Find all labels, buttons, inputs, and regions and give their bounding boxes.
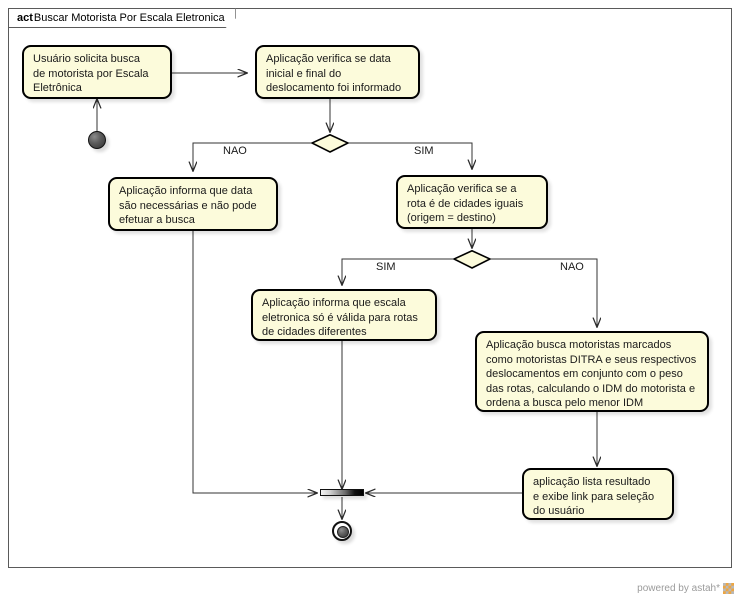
astah-logo-icon bbox=[723, 583, 734, 594]
activity-node-verifica-data[interactable]: Aplicação verifica se data inicial e fin… bbox=[255, 45, 420, 99]
decision-node-cidades-iguais[interactable] bbox=[453, 248, 491, 270]
diagram-keyword: act bbox=[17, 12, 33, 24]
guard-label-sim-data: SIM bbox=[414, 145, 434, 157]
activity-node-escala-somente-cidades-diferentes[interactable]: Aplicação informa que escala eletronica … bbox=[251, 289, 437, 341]
activity-node-usuario-solicita-busca[interactable]: Usuário solicita busca de motorista por … bbox=[22, 45, 172, 99]
guard-label-nao-cidades: NAO bbox=[560, 261, 584, 273]
initial-node[interactable] bbox=[88, 131, 106, 149]
guard-label-nao-data: NAO bbox=[223, 145, 247, 157]
final-node[interactable] bbox=[332, 521, 352, 541]
guard-label-sim-cidades: SIM bbox=[376, 261, 396, 273]
watermark-text: powered by astah* bbox=[637, 583, 720, 594]
activity-node-data-necessarias[interactable]: Aplicação informa que data são necessári… bbox=[108, 177, 278, 231]
activity-node-busca-motoristas-ditra[interactable]: Aplicação busca motoristas marcados como… bbox=[475, 331, 709, 412]
watermark: powered by astah* bbox=[637, 583, 734, 594]
decision-node-data-informada[interactable] bbox=[311, 132, 349, 154]
activity-node-lista-resultado[interactable]: aplicação lista resultado e exibe link p… bbox=[522, 468, 674, 520]
activity-node-verifica-rota-cidades-iguais[interactable]: Aplicação verifica se a rota é de cidade… bbox=[396, 175, 548, 229]
diagram-title: Buscar Motorista Por Escala Eletronica bbox=[33, 12, 225, 24]
diagram-frame-title-tab: act Buscar Motorista Por Escala Eletroni… bbox=[8, 8, 236, 28]
merge-join-bar[interactable] bbox=[320, 489, 364, 496]
